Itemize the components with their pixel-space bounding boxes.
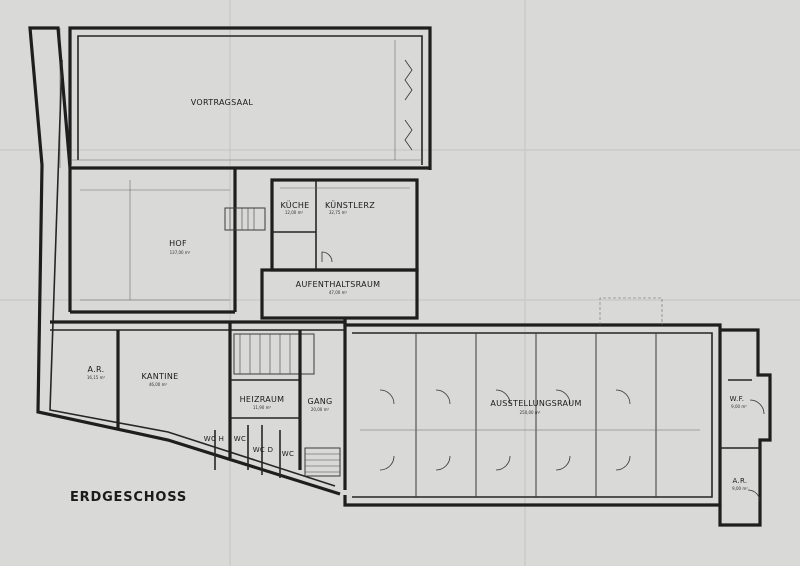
kuenstler-block-walls [260, 178, 419, 320]
room-ar-right: A.R. 9,00 m² [732, 477, 748, 491]
room-name: A.R. [733, 477, 748, 485]
room-name: WC D [253, 446, 274, 454]
room-wf: W.F. 9,00 m² [730, 395, 748, 409]
room-name: HEIZRAUM [240, 395, 285, 404]
left-outer-wall [28, 26, 341, 496]
kantine-block-walls [50, 318, 347, 490]
room-name: HOF [169, 239, 187, 248]
room-wc-herren: WC H [204, 435, 225, 443]
room-name: AUSSTELLUNGSRAUM [490, 399, 581, 408]
room-area: 9,00 m² [731, 404, 747, 409]
vortragssaal-walls [59, 26, 432, 170]
room-area: 32,75 m² [329, 210, 348, 215]
room-hof: HOF 137,00 m² [169, 239, 191, 255]
room-ausstellungsraum: AUSSTELLUNGSRAUM 250,00 m² [490, 399, 581, 415]
room-name: W.F. [730, 395, 745, 403]
room-ar-left: A.R. 16,15 m² [87, 365, 106, 380]
right-annex-walls [718, 328, 772, 527]
room-wc-4: WC [282, 450, 294, 458]
room-area: 47,00 m² [329, 290, 348, 295]
room-name: AUFENTHALTSRAUM [296, 280, 381, 289]
room-name: WC [282, 450, 294, 458]
room-kueche: KÜCHE 12,00 m² [280, 200, 309, 215]
room-name: WC [234, 435, 246, 443]
room-area: 16,15 m² [87, 375, 106, 380]
room-area: 20,00 m² [311, 407, 330, 412]
room-name: KANTINE [142, 372, 179, 381]
room-name: KÜNSTLERZ [325, 200, 375, 210]
room-vortragssaal: VORTRAGSAAL [191, 98, 254, 107]
room-heizraum: HEIZRAUM 11,90 m² [240, 395, 285, 410]
room-area: 11,90 m² [253, 405, 272, 410]
floor-title: ERDGESCHOSS [70, 490, 187, 505]
room-name: A.R. [88, 365, 105, 374]
ausstellungsraum-walls [343, 297, 722, 507]
room-area: 250,00 m² [520, 410, 541, 415]
room-area: 46,00 m² [149, 382, 168, 387]
hof-walls [68, 168, 266, 314]
room-kuenstlerz: KÜNSTLERZ 32,75 m² [325, 200, 375, 215]
room-wc-damen: WC D [253, 446, 274, 454]
room-area: 137,00 m² [170, 250, 191, 255]
room-name: VORTRAGSAAL [191, 98, 254, 107]
room-name: GANG [307, 397, 332, 406]
room-kantine: KANTINE 46,00 m² [142, 372, 179, 387]
room-name: KÜCHE [280, 200, 309, 210]
room-area: 12,00 m² [285, 210, 304, 215]
room-name: WC H [204, 435, 225, 443]
room-wc-2: WC [234, 435, 246, 443]
room-aufenthaltsraum: AUFENTHALTSRAUM 47,00 m² [296, 280, 381, 295]
room-gang: GANG 20,00 m² [307, 397, 332, 412]
room-area: 9,00 m² [732, 486, 748, 491]
